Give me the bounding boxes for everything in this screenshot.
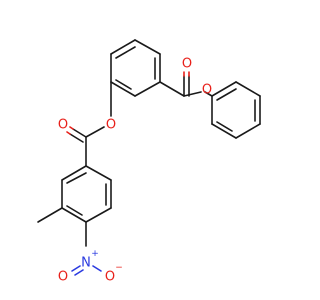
oxygen-atom-carbonyl-top: O bbox=[182, 57, 192, 72]
oxygen-atom-link-ester: O bbox=[106, 118, 116, 133]
oxygen-charge-minus: − bbox=[115, 263, 123, 273]
oxygen-atom-carbonyl-left: O bbox=[58, 118, 68, 133]
oxygen-atom-phenyl-ester: O bbox=[202, 83, 212, 98]
link-ester-group bbox=[69, 81, 112, 167]
right-phenyl-ring bbox=[204, 81, 261, 139]
phenyl-ester-group bbox=[159, 75, 202, 97]
oxygen-bond-stubs bbox=[66, 71, 190, 135]
nitro-group-bonds bbox=[71, 265, 102, 276]
oxygen-atom-nitro-left: O bbox=[58, 270, 68, 285]
oxygen-atom-nitro-right: O bbox=[105, 270, 115, 285]
lower-benzene-ring bbox=[37, 165, 112, 247]
nitrogen-atom-nitro: N bbox=[81, 256, 91, 271]
molecule-structure: O O O O N + O O − bbox=[37, 39, 261, 285]
top-benzene-ring bbox=[110, 39, 161, 97]
nitrogen-charge-plus: + bbox=[91, 249, 99, 259]
